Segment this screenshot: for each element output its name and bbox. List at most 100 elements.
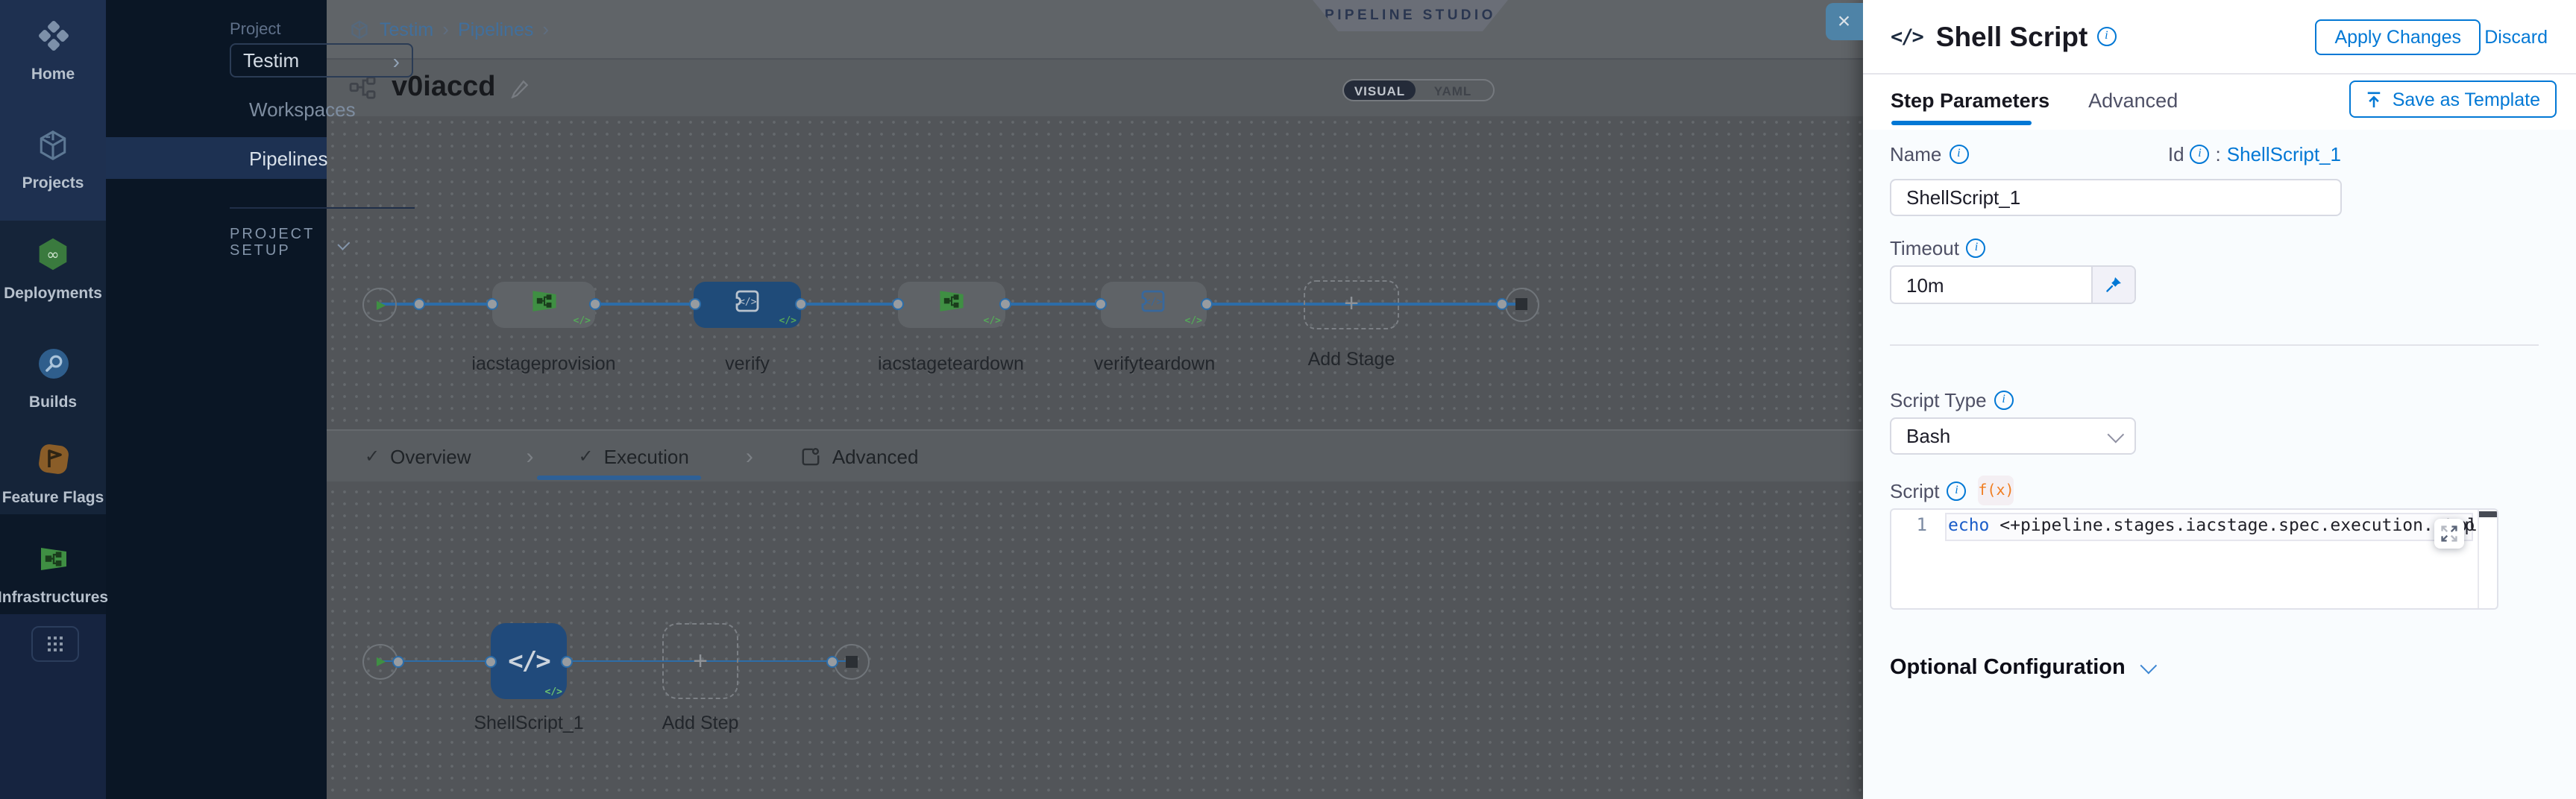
breadcrumb-bar: Testim › Pipelines › <box>326 0 1862 60</box>
apply-changes-button[interactable]: Apply Changes <box>2315 19 2481 55</box>
deployments-icon: ∞ <box>34 236 72 280</box>
chevron-right-icon <box>393 53 400 68</box>
drawer-header: Shell Script Apply Changes Discard <box>1862 0 2576 75</box>
step-node-shellscript[interactable]: </> <box>491 623 567 699</box>
drawer-title: Shell Script <box>1935 20 2088 51</box>
close-drawer-button[interactable] <box>1826 2 1862 40</box>
link-point[interactable] <box>795 298 807 310</box>
link-point[interactable] <box>486 298 498 310</box>
expression-fx-button[interactable]: f(x) <box>1978 476 2014 505</box>
sidebar-item-infrastructures[interactable]: Infrastructures <box>0 541 109 607</box>
label-text: Name <box>1890 143 1942 165</box>
stage-node-iacstageteardown[interactable]: </> <box>897 281 1005 327</box>
tab-advanced[interactable]: Advanced <box>2088 89 2178 111</box>
section-divider <box>1890 344 2539 346</box>
rail-section-bottom <box>0 614 106 799</box>
link-point[interactable] <box>412 298 424 310</box>
project-sidebar: Project Testim Workspaces Pipelines PROJ… <box>106 0 415 799</box>
sidebar-item-pipelines[interactable]: Pipelines <box>106 137 328 179</box>
timeout-input[interactable] <box>1891 267 2091 303</box>
sidebar-item-builds[interactable]: Builds <box>0 346 106 411</box>
button-label: Save as Template <box>2392 89 2540 110</box>
info-icon[interactable] <box>1966 239 1986 258</box>
link-point[interactable] <box>1496 298 1508 310</box>
code-icon <box>1891 25 1923 48</box>
chevron-right-icon: › <box>745 443 753 469</box>
add-step-label: Add Step <box>662 713 739 733</box>
sidebar-item-label: Infrastructures <box>0 589 109 607</box>
project-selector[interactable]: Testim <box>230 43 413 78</box>
link-point[interactable] <box>1094 298 1106 310</box>
link-point[interactable] <box>485 655 497 667</box>
info-icon[interactable] <box>2096 27 2117 46</box>
id-display: Id : ShellScript_1 <box>2146 143 2341 165</box>
visual-yaml-toggle: VISUAL YAML <box>1342 79 1495 101</box>
tab-overview[interactable]: Overview <box>365 445 471 467</box>
info-icon[interactable] <box>1994 391 2014 410</box>
discard-button[interactable]: Discard <box>2475 19 2557 55</box>
code-line[interactable]: echo <+pipeline.stages.iacstage.spec.exe… <box>1948 514 2476 537</box>
step-connector-line <box>380 660 851 663</box>
info-icon[interactable] <box>1949 145 1969 164</box>
breadcrumb-link-project[interactable]: Testim <box>380 19 434 40</box>
pipeline-start-node[interactable] <box>362 287 397 321</box>
expand-editor-button[interactable] <box>2434 519 2464 549</box>
tab-label: Overview <box>390 445 471 467</box>
add-step-button[interactable] <box>662 623 738 699</box>
add-stage-button[interactable] <box>1304 280 1399 329</box>
edit-pencil-icon[interactable] <box>510 78 530 98</box>
fixed-value-pin-button[interactable] <box>2091 267 2134 303</box>
breadcrumb-link-pipelines[interactable]: Pipelines <box>457 19 534 40</box>
feature-flags-icon <box>35 441 71 484</box>
stage-node-verify[interactable]: </> </> <box>694 281 801 327</box>
sidebar-item-home[interactable]: Home <box>0 18 106 83</box>
stage-tab-bar: Overview › Execution › Advanced <box>326 429 1862 481</box>
code-keyword: echo <box>1948 514 1990 535</box>
timeout-field-label: Timeout <box>1890 237 1986 259</box>
label-text: Script <box>1890 479 1940 502</box>
script-code-editor[interactable]: 1 echo <+pipeline.stages.iacstage.spec.e… <box>1890 508 2498 610</box>
grid-icon <box>47 636 63 652</box>
execution-end-node <box>833 643 869 679</box>
expand-icon <box>2441 525 2457 542</box>
id-value-link[interactable]: ShellScript_1 <box>2226 143 2341 165</box>
sidebar-item-deployments[interactable]: ∞ Deployments <box>0 236 106 303</box>
save-as-template-button[interactable]: Save as Template <box>2349 80 2557 118</box>
svg-text:</>: </> <box>739 296 757 307</box>
link-point[interactable] <box>589 298 601 310</box>
stage-label: iacstageprovision <box>471 353 616 374</box>
link-point[interactable] <box>826 655 838 667</box>
editor-scrollbar-thumb[interactable] <box>2479 511 2497 517</box>
tab-step-parameters[interactable]: Step Parameters <box>1891 89 2050 111</box>
tab-execution[interactable]: Execution <box>579 445 689 467</box>
svg-text:∞: ∞ <box>46 245 59 263</box>
link-point[interactable] <box>392 655 403 667</box>
project-setup-toggle[interactable]: PROJECT SETUP <box>230 227 349 259</box>
link-point[interactable] <box>891 298 903 310</box>
toggle-yaml[interactable]: YAML <box>1433 83 1472 98</box>
script-type-select[interactable]: Bash <box>1890 417 2136 455</box>
sidebar-item-feature-flags[interactable]: Feature Flags <box>0 441 106 507</box>
tab-advanced[interactable]: Advanced <box>801 445 918 467</box>
all-modules-button[interactable] <box>31 626 79 662</box>
add-stage-label: Add Stage <box>1307 349 1395 370</box>
sidebar-item-projects[interactable]: Projects <box>0 128 106 192</box>
link-point[interactable] <box>561 655 573 667</box>
name-input[interactable] <box>1890 179 2341 216</box>
script-badge-icon: </> <box>983 314 1002 326</box>
optional-configuration-toggle[interactable]: Optional Configuration <box>1890 656 2157 680</box>
info-icon[interactable] <box>1947 481 1967 500</box>
stage-node-verifyteardown[interactable]: </> </> <box>1100 281 1207 327</box>
link-point[interactable] <box>688 298 700 310</box>
info-icon[interactable] <box>2190 145 2210 164</box>
stage-node-iacstageprovision[interactable]: </> <box>492 281 595 327</box>
link-point[interactable] <box>1201 298 1213 310</box>
link-point[interactable] <box>999 298 1011 310</box>
sidebar-item-workspaces[interactable]: Workspaces <box>249 98 356 121</box>
toggle-visual[interactable]: VISUAL <box>1344 80 1416 100</box>
custom-stage-icon: </> <box>1134 282 1173 326</box>
stage-label: verifyteardown <box>1093 353 1216 374</box>
nav-divider <box>230 207 415 209</box>
infrastructure-stage-icon <box>527 284 560 324</box>
